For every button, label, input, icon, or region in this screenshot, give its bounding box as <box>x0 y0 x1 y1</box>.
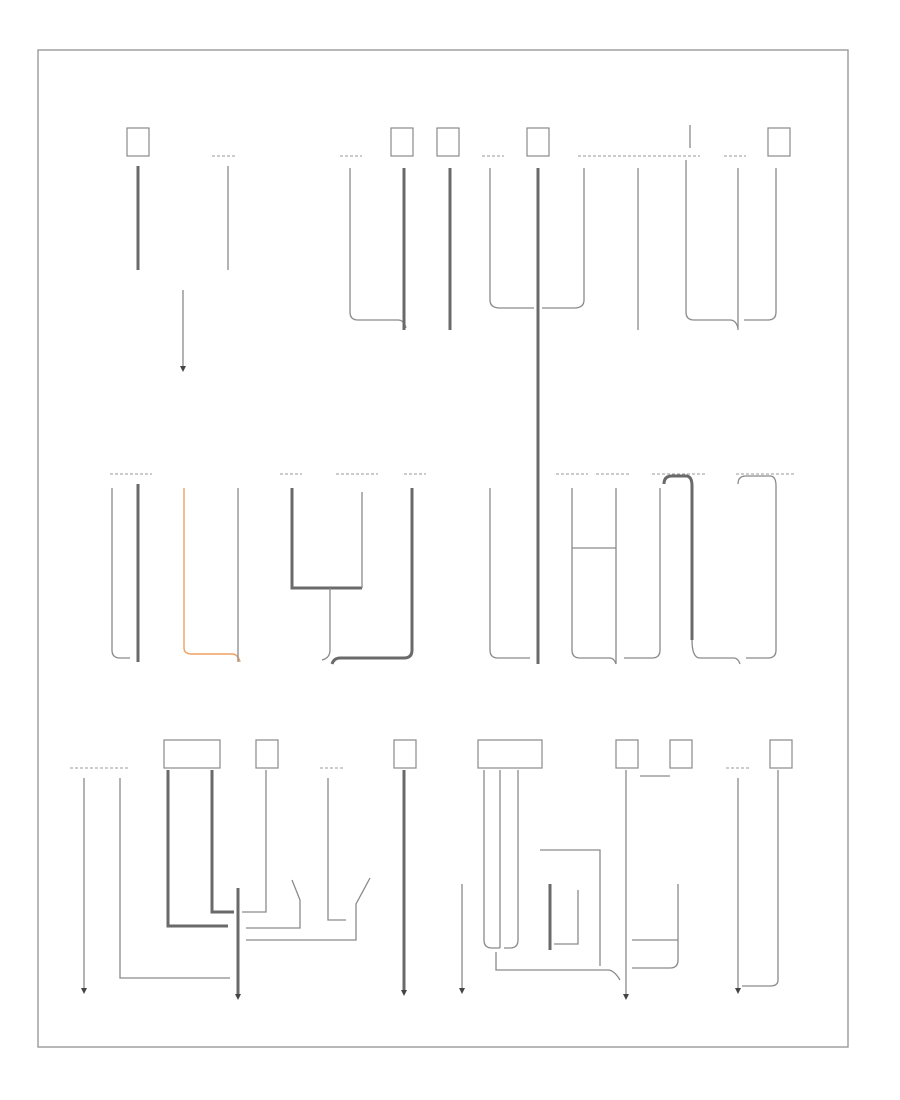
ground-wire <box>166 770 228 928</box>
component-connector <box>767 127 791 157</box>
ground-wire <box>242 770 267 913</box>
component-connector <box>769 739 793 769</box>
ground-wire <box>489 168 534 309</box>
ground-wire <box>632 884 679 969</box>
ground-wire <box>737 475 777 659</box>
ground-wire <box>321 588 331 661</box>
component-connector <box>669 739 693 769</box>
ground-arrow <box>459 988 465 994</box>
ground-wire <box>624 488 661 659</box>
middle-section <box>110 473 796 665</box>
ground-wire <box>685 160 739 329</box>
ground-wire <box>489 488 530 659</box>
ground-arrow <box>401 990 407 996</box>
ground-wire <box>542 168 585 309</box>
ground-arrow <box>81 988 87 994</box>
ground-wire <box>246 877 371 941</box>
ground-wire <box>554 890 579 945</box>
ground-wire <box>330 488 414 665</box>
ground-wire <box>540 849 601 966</box>
component-connector <box>526 127 550 157</box>
ground-arrow <box>180 366 186 372</box>
ground-wire <box>691 639 741 665</box>
ground-wire <box>495 952 621 981</box>
component-connector <box>163 739 221 769</box>
ground-wire <box>571 488 617 665</box>
ground-wire <box>290 488 362 590</box>
bottom-section <box>70 739 793 1000</box>
ground-wire-orange <box>183 488 241 663</box>
ground-wire <box>246 879 301 929</box>
component-connector <box>436 127 460 157</box>
diagram-frame <box>37 49 849 1048</box>
ground-arrow <box>735 988 741 994</box>
ground-arrow <box>235 994 241 1000</box>
ground-arrow <box>623 994 629 1000</box>
ground-wire <box>119 778 230 979</box>
ground-wire <box>504 770 519 949</box>
ground-wire <box>210 770 234 914</box>
ground-wire <box>744 168 777 321</box>
component-connector <box>255 739 279 769</box>
top-section <box>126 125 791 664</box>
component-connector <box>390 127 414 157</box>
component-connector <box>126 127 150 157</box>
ground-wire <box>662 474 694 640</box>
component-connector <box>393 739 417 769</box>
ground-wire <box>742 770 779 987</box>
ground-wire <box>327 778 346 921</box>
component-connector <box>477 739 543 769</box>
ground-wire <box>483 770 500 949</box>
component-connector <box>615 739 639 769</box>
ground-wire <box>349 168 407 329</box>
ground-wire <box>111 488 130 659</box>
